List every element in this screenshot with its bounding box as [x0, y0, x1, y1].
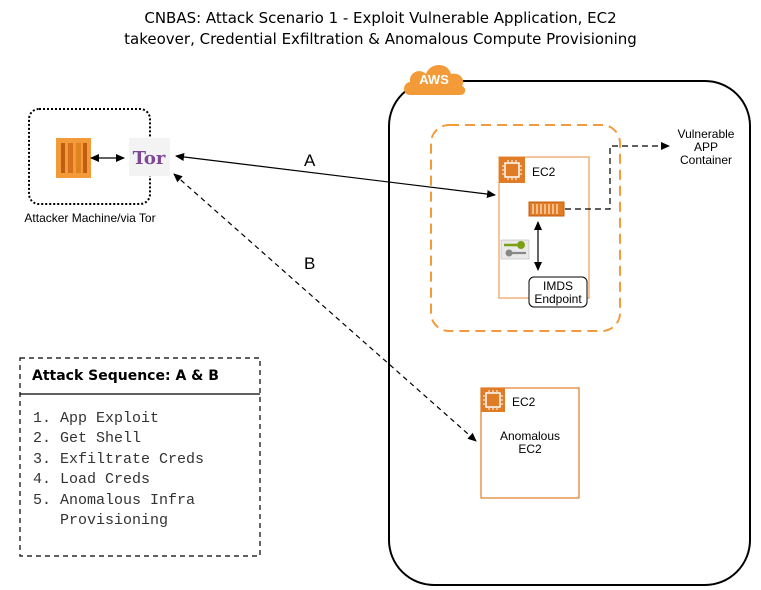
attack-path-a-label: A — [304, 151, 316, 170]
attack-step: 1. App Exploit — [33, 410, 160, 427]
diagram-title-line-2: takeover, Credential Exfiltration & Anom… — [124, 30, 637, 48]
attack-path-b — [173, 173, 477, 442]
ec2-anomalous-box — [480, 387, 580, 499]
vulnerable-app-group — [430, 124, 621, 332]
aws-cloud-icon — [404, 65, 466, 95]
credentials-keys-icon — [500, 239, 530, 260]
tor-icon-text: Tor — [133, 148, 166, 169]
ec2-anomalous-label: EC2 — [512, 395, 536, 409]
attack-path-b-label: B — [304, 254, 316, 273]
attack-sequence-heading: Attack Sequence: A & B — [32, 368, 219, 384]
attack-sequence-box — [19, 357, 261, 557]
container-icon — [528, 201, 565, 217]
diagram-title-line-1: CNBAS: Attack Scenario 1 - Exploit Vulne… — [144, 9, 617, 27]
anomalous-text-line-1: Anomalous — [499, 429, 561, 443]
imds-endpoint-box — [528, 276, 588, 308]
vulnerable-label-line-3: Container — [679, 153, 733, 167]
tor-icon: Tor — [129, 138, 170, 176]
vulnerable-label-line-2: APP — [693, 140, 718, 154]
attack-step: 2. Get Shell — [33, 430, 142, 448]
attack-step: Provisioning — [33, 512, 169, 530]
imds-label-line-2: Endpoint — [534, 292, 582, 306]
attack-step: 3. Exfiltrate Creds — [33, 450, 205, 468]
imds-endpoint-label: IMDS Endpoint — [529, 280, 587, 306]
aws-cloud-label: AWS — [419, 72, 449, 87]
attacker-group-box — [28, 108, 151, 205]
ec2-chip-icon — [499, 157, 525, 183]
attacker-ec2-instance-icon — [56, 138, 91, 178]
vulnerable-app-container-label: Vulnerable APP Container — [670, 128, 742, 167]
anomalous-text-line-2: EC2 — [518, 442, 542, 456]
imds-label-line-1: IMDS — [543, 279, 573, 293]
ec2-main-label: EC2 — [532, 165, 556, 179]
attacker-machine-label: Attacker Machine/via Tor — [24, 211, 156, 225]
anomalous-ec2-text: Anomalous EC2 — [490, 430, 570, 456]
attack-step: 5. Anomalous Infra — [33, 491, 196, 509]
attack-sequence-list: 1. App Exploit 2. Get Shell 3. Exfiltrat… — [33, 409, 204, 531]
vulnerable-label-line-1: Vulnerable — [677, 127, 735, 141]
container-label-connector — [565, 142, 670, 210]
attack-step: 4. Load Creds — [33, 471, 151, 489]
ec2-anomalous-chip-icon — [481, 388, 505, 412]
attack-path-a — [175, 153, 496, 198]
